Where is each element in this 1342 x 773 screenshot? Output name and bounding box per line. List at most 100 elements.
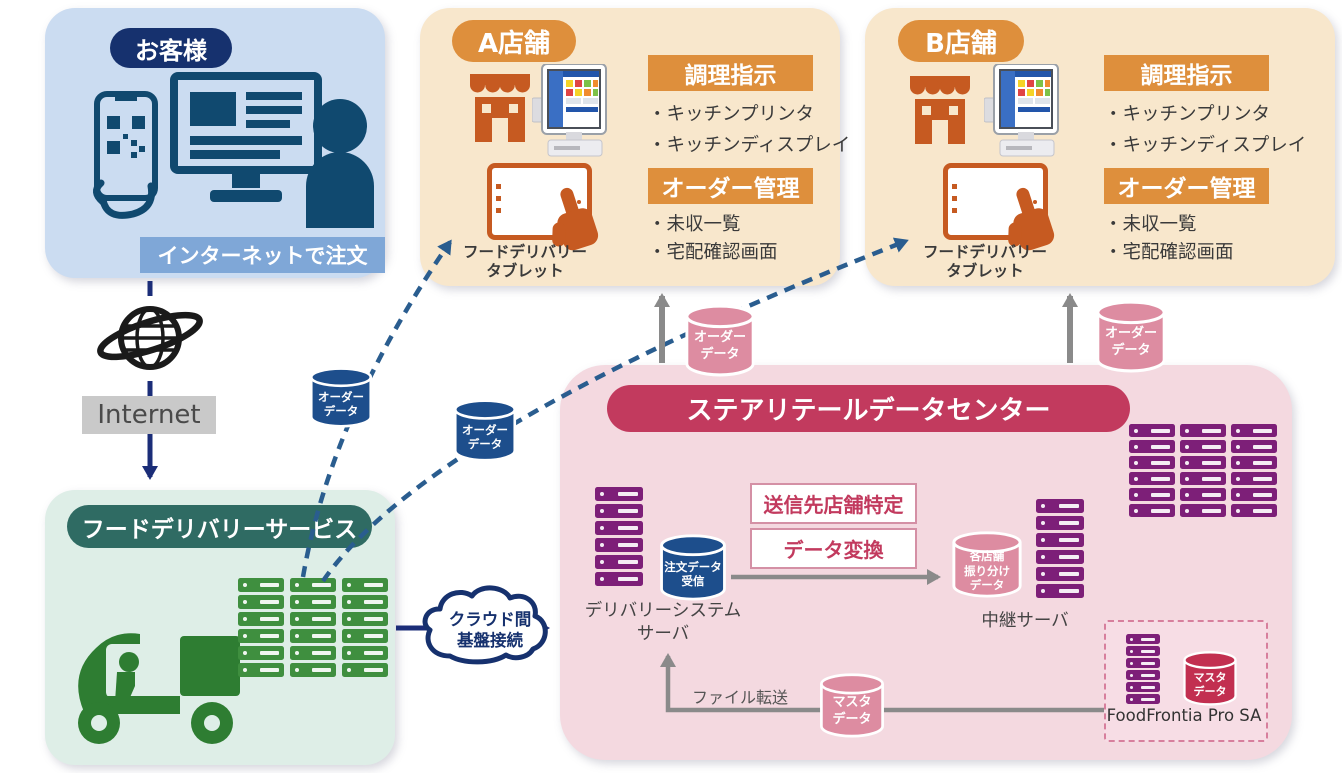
server-unit-icon (1036, 516, 1084, 530)
list-item: ・宅配確認画面 (1104, 242, 1234, 263)
customer-caption: インターネットで注文 (140, 237, 385, 273)
internet-globe-icon (92, 296, 207, 381)
list-item: ・キッチンプリンタ (1104, 104, 1270, 125)
storefront-icon (470, 74, 530, 142)
relay-server-label: 中継サーバ (981, 611, 1069, 631)
section-header-order: オーダー管理 (648, 168, 813, 204)
foodfrontia-label: FoodFrontia Pro SA (1106, 706, 1262, 725)
server-unit-icon (290, 646, 336, 660)
server-unit-icon (1126, 682, 1160, 692)
server-unit-icon (595, 487, 643, 501)
pos-terminal-icon (532, 64, 607, 157)
server-unit-icon (1129, 424, 1175, 437)
server-unit-icon (1126, 658, 1160, 668)
server-unit-icon (342, 646, 388, 660)
order-data-cylinder: オーダーデータ (306, 366, 376, 428)
list-item: ・キッチンプリンタ (648, 104, 814, 125)
tablet-label: フードデリバリータブレット (462, 243, 587, 281)
server-unit-icon (595, 504, 643, 518)
customer-title: お客様 (110, 28, 232, 68)
server-unit-icon (1180, 456, 1226, 469)
server-unit-icon (1129, 440, 1175, 453)
server-unit-icon (1231, 488, 1277, 501)
server-unit-icon (238, 595, 284, 609)
server-unit-icon (1129, 456, 1175, 469)
list-item: ・宅配確認画面 (648, 242, 778, 263)
pos-terminal-icon (984, 64, 1059, 157)
server-unit-icon (1231, 440, 1277, 453)
server-unit-icon (290, 595, 336, 609)
datacenter-server-grid (1129, 424, 1277, 517)
list-item: ・キッチンディスプレイ (1104, 135, 1307, 156)
delivery-server-label: デリバリーシステムサーバ (584, 601, 742, 644)
server-unit-icon (1180, 440, 1226, 453)
server-unit-icon (1129, 488, 1175, 501)
step-data-convert: データ変換 (750, 528, 917, 569)
storefront-icon (910, 76, 970, 144)
server-unit-icon (342, 612, 388, 626)
database-icon (952, 531, 1022, 598)
monitor-user-icon (170, 72, 374, 228)
foodfrontia-server-rack (1126, 634, 1160, 704)
server-unit-icon (238, 663, 284, 677)
database-icon (1183, 651, 1237, 706)
section-header-cooking: 調理指示 (648, 55, 813, 91)
database-icon (1096, 300, 1166, 373)
section-header-cooking: 調理指示 (1104, 55, 1269, 91)
server-unit-icon (342, 578, 388, 592)
server-unit-icon (1036, 550, 1084, 564)
server-unit-icon (1129, 504, 1175, 517)
server-unit-icon (1126, 694, 1160, 704)
file-transfer-label: ファイル転送 (692, 688, 789, 707)
store-b-title: B店舗 (898, 20, 1024, 62)
server-unit-icon (290, 578, 336, 592)
tablet-label: フードデリバリータブレット (922, 243, 1047, 281)
smartphone-qr-icon (93, 91, 158, 219)
server-unit-icon (1180, 488, 1226, 501)
touch-hand-icon (1008, 187, 1055, 251)
datacenter-title: ステアリテールデータセンター (607, 385, 1130, 432)
server-unit-icon (238, 578, 284, 592)
server-unit-icon (290, 629, 336, 643)
store-b-panel: B店舗 (865, 8, 1335, 286)
delivery-server-rack (595, 487, 643, 586)
server-unit-icon (1036, 499, 1084, 513)
server-unit-icon (1231, 456, 1277, 469)
server-unit-icon (1126, 670, 1160, 680)
order-receive-cylinder: 注文データ受信 (656, 533, 730, 601)
order-data-cylinder: オーダーデータ (681, 303, 759, 377)
delivery-service-title: フードデリバリーサービス (67, 505, 372, 548)
step-identify-store: 送信先店舗特定 (750, 483, 917, 524)
internet-label: Internet (82, 396, 216, 434)
list-item: ・未収一覧 (648, 214, 741, 235)
server-unit-icon (342, 663, 388, 677)
server-unit-icon (595, 538, 643, 552)
server-unit-icon (342, 629, 388, 643)
order-data-cylinder: オーダーデータ (1092, 299, 1170, 373)
server-rack-grid (238, 578, 388, 677)
server-unit-icon (1180, 504, 1226, 517)
server-unit-icon (595, 521, 643, 535)
distribute-data-cylinder: 各店舗振り分けデータ (948, 530, 1026, 598)
server-unit-icon (238, 629, 284, 643)
store-a-panel: A店舗 (420, 8, 850, 286)
list-item: ・未収一覧 (1104, 214, 1197, 235)
server-unit-icon (1129, 472, 1175, 485)
cloud-icon (422, 585, 548, 665)
customer-panel: お客様 (45, 8, 385, 278)
server-unit-icon (1231, 472, 1277, 485)
server-unit-icon (595, 555, 643, 569)
relay-server-rack (1036, 499, 1084, 598)
server-unit-icon (1126, 646, 1160, 656)
delivery-tablet-icon (943, 163, 1048, 240)
server-unit-icon (1231, 424, 1277, 437)
server-unit-icon (238, 612, 284, 626)
server-unit-icon (238, 646, 284, 660)
server-unit-icon (1180, 424, 1226, 437)
cloud-label: クラウド間基盤接続 (448, 610, 532, 650)
master-data-cylinder: マスタデータ (816, 672, 888, 738)
list-item: ・キッチンディスプレイ (648, 135, 851, 156)
section-header-order: オーダー管理 (1104, 168, 1269, 204)
server-unit-icon (290, 612, 336, 626)
